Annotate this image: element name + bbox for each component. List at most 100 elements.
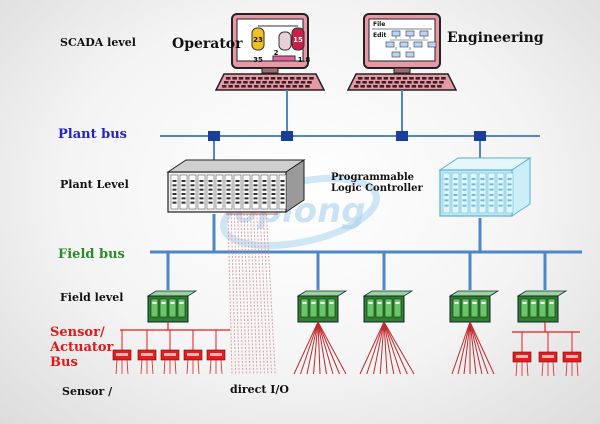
module-terminal — [462, 204, 467, 207]
keyboard-key — [238, 77, 244, 80]
keyboard-key — [377, 77, 382, 80]
io-top — [362, 290, 414, 297]
module-terminal — [181, 201, 186, 204]
pump-bar — [272, 55, 296, 62]
sensor-window — [516, 355, 528, 358]
plc-label: Programmable Logic Controller — [331, 172, 423, 194]
io-slot — [159, 298, 168, 318]
module-terminal — [444, 183, 449, 186]
module-terminal — [480, 188, 485, 191]
plc-module — [251, 174, 260, 210]
sensor-window — [164, 353, 176, 356]
plant-level-label: Plant Level — [60, 178, 129, 191]
module-terminal — [453, 183, 458, 186]
value-right: 1.8 — [298, 56, 311, 64]
keyboard-key — [296, 77, 301, 80]
io-slot — [168, 298, 177, 318]
module-terminal — [244, 184, 249, 187]
plc-module — [260, 174, 269, 210]
operator-label: Operator — [172, 36, 243, 52]
fan-wire — [306, 321, 319, 375]
sensor-window — [542, 355, 554, 358]
field-bus — [150, 214, 582, 290]
module-terminal — [208, 184, 213, 187]
keyboard-key — [381, 81, 387, 84]
module-terminal — [181, 180, 186, 182]
module-terminal — [507, 178, 512, 180]
fan-wire — [383, 321, 401, 375]
module-terminal — [480, 199, 485, 202]
module-terminal — [235, 193, 240, 195]
plc-module — [269, 174, 278, 210]
module-terminal — [262, 188, 267, 191]
sensor-bus-line-1: Sensor/ — [50, 325, 105, 340]
io-led — [377, 302, 382, 304]
module-terminal — [453, 194, 458, 196]
keyboard-key — [400, 81, 406, 84]
sensor-window — [116, 353, 128, 356]
scada-level-label: SCADA level — [60, 36, 136, 49]
keyboard-key — [386, 85, 391, 88]
io-top — [146, 290, 198, 297]
fan-wire — [383, 321, 395, 375]
module-terminal — [235, 188, 240, 191]
keyboard-key — [260, 85, 265, 88]
tree-node — [427, 41, 437, 48]
io-led — [522, 302, 527, 304]
plc-label-line-1: Programmable — [331, 172, 414, 183]
field-bus-label: Field bus — [58, 247, 125, 262]
module-terminal — [199, 188, 204, 191]
field-level-label: Field level — [60, 291, 124, 304]
module-terminal — [471, 194, 476, 196]
module-terminal — [280, 201, 285, 204]
module-terminal — [462, 183, 467, 186]
rack-top — [166, 159, 306, 173]
sensor-window — [187, 353, 199, 356]
io-led — [368, 302, 373, 304]
direct-io-wire — [265, 213, 276, 375]
module-terminal — [462, 194, 467, 196]
module-terminal — [498, 194, 503, 196]
keyboard-key — [222, 85, 227, 88]
direct-io-wire — [240, 213, 247, 375]
io-led — [311, 302, 316, 304]
keyboard-key — [302, 77, 308, 80]
module-terminal — [498, 183, 503, 186]
module-terminal — [217, 201, 222, 204]
direct-io-wire — [249, 213, 258, 375]
keyboard-key — [411, 85, 417, 88]
plc-module — [215, 174, 224, 210]
module-terminal — [181, 197, 186, 200]
keyboard-key — [368, 81, 374, 84]
module-terminal — [271, 180, 276, 182]
keyboard-key — [396, 77, 401, 80]
module-terminal — [244, 188, 249, 191]
plc-module — [224, 174, 233, 210]
fan-wire — [469, 321, 477, 375]
io-slot — [538, 298, 547, 318]
value-left: 35 — [253, 56, 263, 64]
keyboard-key — [277, 77, 282, 80]
io-led — [329, 302, 334, 304]
plc-module — [170, 174, 179, 210]
tree-node — [391, 51, 401, 58]
bus-connector — [208, 131, 220, 141]
module-terminal — [444, 194, 449, 196]
keyboard-key — [413, 81, 419, 84]
module-terminal — [226, 188, 231, 191]
module-terminal — [498, 204, 503, 207]
module-terminal — [226, 180, 231, 182]
keyboard-key — [275, 81, 280, 84]
keyboard-key — [426, 81, 431, 84]
plc-module — [478, 172, 487, 214]
module-terminal — [462, 178, 467, 180]
module-terminal — [253, 193, 258, 195]
module-terminal — [271, 201, 276, 204]
io-slot — [520, 298, 529, 318]
tree-node — [391, 30, 401, 37]
module-terminal — [208, 188, 213, 191]
direct-io-wire — [256, 213, 265, 375]
module-terminal — [226, 201, 231, 204]
module-terminal — [217, 193, 222, 195]
